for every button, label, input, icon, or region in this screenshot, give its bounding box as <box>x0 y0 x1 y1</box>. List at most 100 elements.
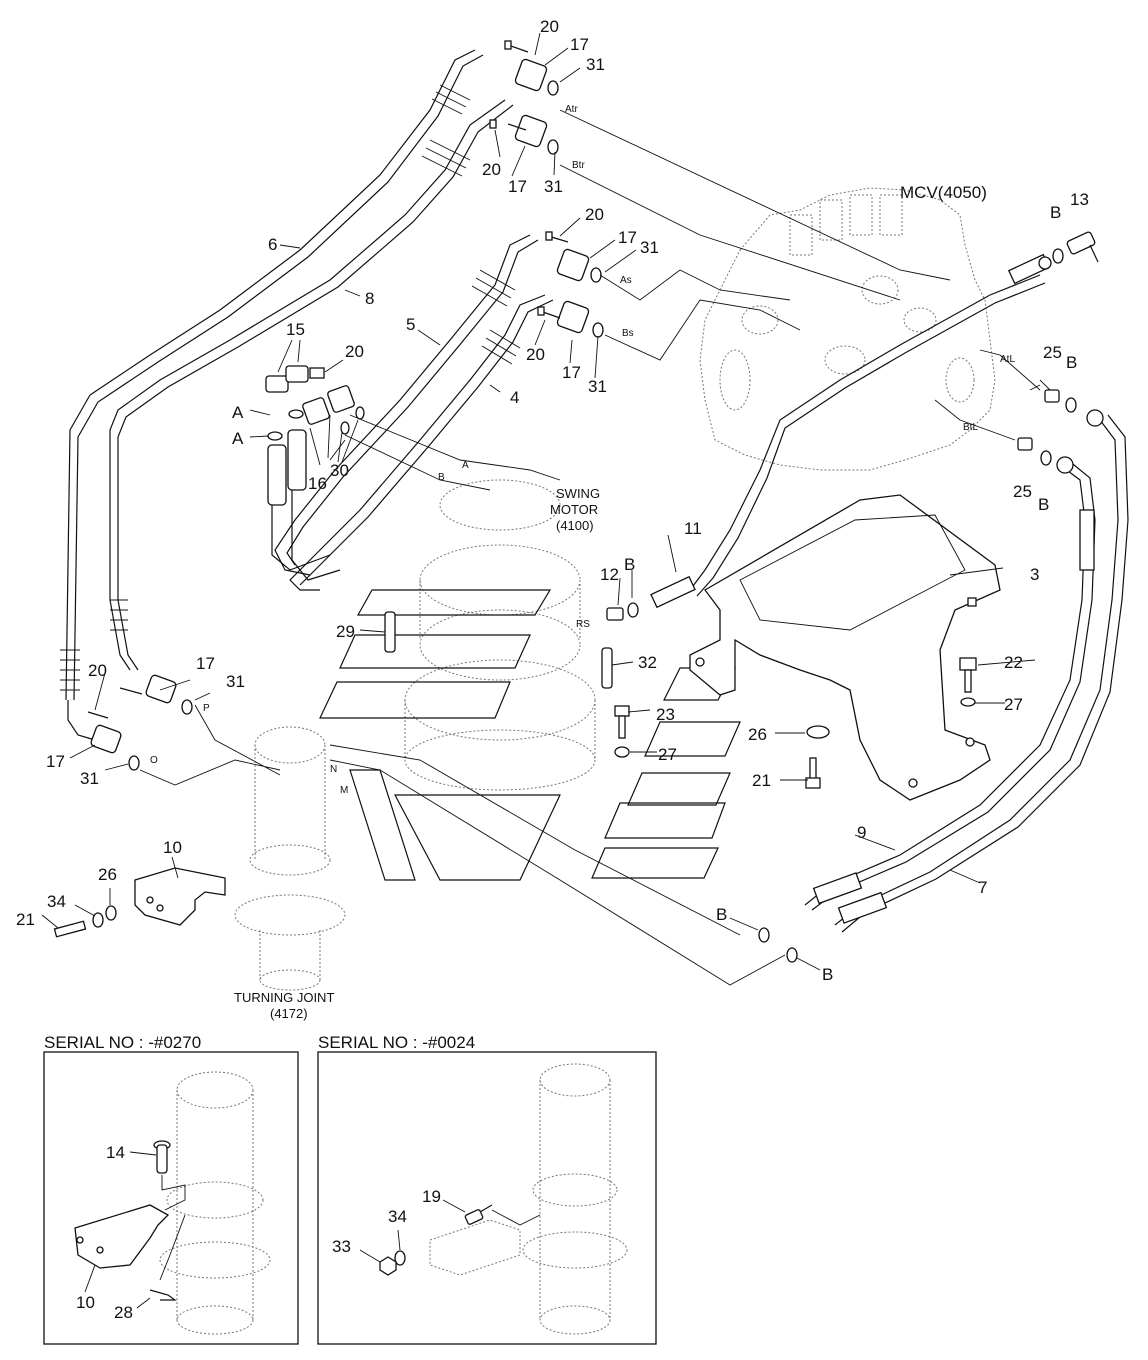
callout-20b: 20 <box>482 160 501 179</box>
bracket-3 <box>689 494 1001 801</box>
hose-4 <box>289 294 554 591</box>
inset-callout-19: 19 <box>422 1187 441 1206</box>
callout-8: 8 <box>365 289 374 308</box>
callout-9: 9 <box>857 823 866 842</box>
callout-27b: 27 <box>658 745 677 764</box>
callout-15: 15 <box>286 320 305 339</box>
callout-10a: 10 <box>163 838 182 857</box>
label-bs: Bs <box>622 328 634 339</box>
label-swing-1: SWING <box>556 486 600 501</box>
callout-7: 7 <box>978 878 987 897</box>
callout-labels: 20 17 31 Atr 20 17 31 Btr MCV(4050) 13 B… <box>16 17 1089 1021</box>
label-btl: BtL <box>963 422 978 433</box>
callout-31c: 31 <box>640 238 659 257</box>
callout-12: 12 <box>600 565 619 584</box>
callout-17b: 17 <box>508 177 527 196</box>
leader-lines <box>41 32 1051 986</box>
callout-11: 11 <box>684 519 702 538</box>
swing-motor-ghost <box>404 479 596 791</box>
hoses-16-lower <box>267 429 341 581</box>
inset-callout-10: 10 <box>76 1293 95 1312</box>
label-rs: RS <box>576 619 590 630</box>
hose-9 <box>804 456 1096 911</box>
callout-17e: 17 <box>196 654 215 673</box>
label-b6: B <box>822 965 833 984</box>
label-atr: Atr <box>565 104 578 115</box>
inset-callout-14: 14 <box>106 1143 125 1162</box>
label-p: P <box>203 703 210 714</box>
label-swing-3: (4100) <box>556 518 594 533</box>
callout-4: 4 <box>510 388 519 407</box>
callout-31a: 31 <box>586 55 605 74</box>
label-n: N <box>330 764 337 775</box>
callout-30: 30 <box>330 461 349 480</box>
inset-left-frame <box>43 1051 299 1345</box>
label-b5: B <box>716 905 727 924</box>
label-o: O <box>150 755 158 766</box>
callout-34a: 34 <box>47 892 66 911</box>
callout-29: 29 <box>336 622 355 641</box>
callout-6: 6 <box>268 235 277 254</box>
label-a1: A <box>232 403 244 422</box>
label-b3: B <box>1038 495 1049 514</box>
inset-callout-34: 34 <box>388 1207 407 1226</box>
callout-13: 13 <box>1070 190 1089 209</box>
callout-20a: 20 <box>540 17 559 36</box>
label-b1: B <box>1050 203 1061 222</box>
callout-21a: 21 <box>752 771 771 790</box>
label-b2: B <box>1066 353 1077 372</box>
label-atl: AtL <box>1000 354 1015 365</box>
label-m: M <box>340 785 348 796</box>
label-btr: Btr <box>572 160 585 171</box>
hose-6 <box>60 49 484 741</box>
label-turning-joint: TURNING JOINT <box>234 990 334 1005</box>
callout-20f: 20 <box>88 661 107 680</box>
hose-8 <box>109 99 514 671</box>
inset-right-title: SERIAL NO : -#0024 <box>318 1033 475 1052</box>
callout-31d: 31 <box>588 377 607 396</box>
label-b4: B <box>624 555 635 574</box>
label-mcv: MCV(4050) <box>900 183 987 202</box>
inset-right-frame <box>317 1051 657 1345</box>
callout-20d: 20 <box>526 345 545 364</box>
callout-17a: 17 <box>570 35 589 54</box>
label-a2: A <box>232 429 244 448</box>
callout-27a: 27 <box>1004 695 1023 714</box>
label-port-b: B <box>438 472 445 483</box>
hose-11 <box>650 253 1052 609</box>
callout-20e: 20 <box>345 342 364 361</box>
callout-17c: 17 <box>618 228 637 247</box>
inset-callout-28: 28 <box>114 1303 133 1322</box>
label-turning-joint-code: (4172) <box>270 1006 308 1021</box>
small-parts <box>53 40 1099 963</box>
callout-20c: 20 <box>585 205 604 224</box>
inset-right: SERIAL NO : -#0024 19 34 33 <box>317 1033 657 1345</box>
hose-7 <box>834 409 1129 933</box>
watermark-shapes <box>319 589 741 881</box>
callout-31f: 31 <box>80 769 99 788</box>
inset-left: SERIAL NO : -#0270 14 10 28 <box>43 1033 299 1345</box>
callout-31e: 31 <box>226 672 245 691</box>
label-as: As <box>620 275 632 286</box>
callout-17f: 17 <box>46 752 65 771</box>
callout-26a: 26 <box>748 725 767 744</box>
callout-22: 22 <box>1004 653 1023 672</box>
callout-5: 5 <box>406 315 415 334</box>
inset-left-title: SERIAL NO : -#0270 <box>44 1033 201 1052</box>
callout-17d: 17 <box>562 363 581 382</box>
callout-32: 32 <box>638 653 657 672</box>
callout-16: 16 <box>308 474 327 493</box>
label-port-a: A <box>462 460 469 471</box>
inset-callout-33: 33 <box>332 1237 351 1256</box>
callout-23: 23 <box>656 705 675 724</box>
turning-joint-ghost <box>234 726 346 991</box>
callout-25a: 25 <box>1043 343 1062 362</box>
callout-26b: 26 <box>98 865 117 884</box>
callout-31b: 31 <box>544 177 563 196</box>
callout-25b: 25 <box>1013 482 1032 501</box>
label-swing-2: MOTOR <box>550 502 598 517</box>
mcv-ghost <box>699 187 996 471</box>
callout-3: 3 <box>1030 565 1039 584</box>
callout-21b: 21 <box>16 910 35 929</box>
